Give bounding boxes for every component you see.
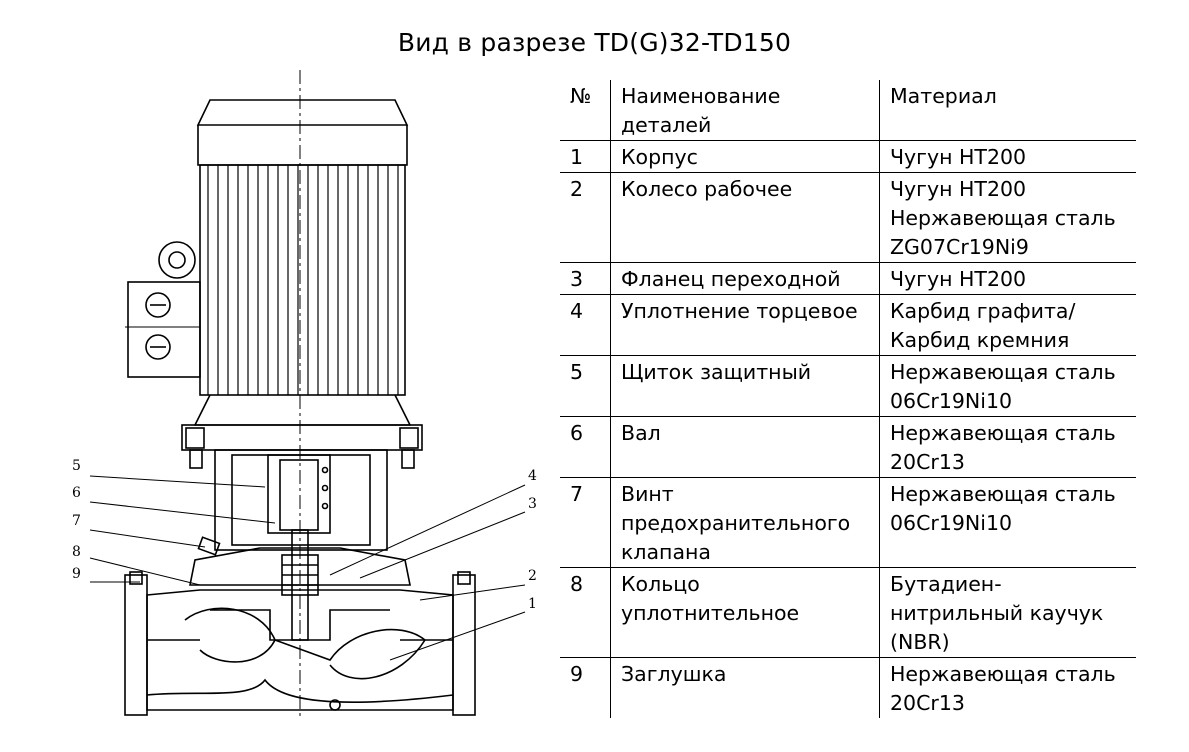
header-no: №	[560, 80, 611, 141]
casing-flange-left	[124, 574, 148, 716]
adapter-flange	[189, 547, 411, 586]
row-no: 3	[560, 262, 611, 295]
table-row: 7 Винт предохранительного клапана Нержав…	[560, 477, 1136, 568]
casing-flange-right	[452, 574, 476, 716]
callout-3: 3	[528, 496, 537, 512]
row-no: 9	[560, 657, 611, 718]
row-material: Нержавеющая сталь 20Cr13	[890, 421, 1116, 474]
row-material: Чугун НТ200	[890, 267, 1027, 291]
table-row: 3 Фланец переходной Чугун НТ200	[560, 262, 1136, 295]
callout-8: 8	[72, 544, 81, 560]
row-name: Колесо рабочее	[610, 172, 880, 263]
table-row: 5 Щиток защитный Нержавеющая сталь 06Cr1…	[560, 355, 1136, 417]
adapter-lantern	[214, 449, 388, 551]
row-material: Карбид графита/ Карбид кремния	[890, 299, 1076, 352]
row-no: 4	[560, 294, 611, 356]
callout-7: 7	[72, 513, 81, 529]
volute	[184, 607, 427, 680]
impeller	[210, 609, 390, 641]
motor-cap	[196, 99, 409, 126]
page-title: Вид в разрезе TD(G)32-TD150	[397, 28, 792, 57]
motor-flange	[181, 424, 423, 451]
terminal-box	[127, 281, 201, 378]
table-row: 2 Колесо рабочее Чугун НТ200 Нержавеющая…	[560, 172, 1136, 263]
table-row: 4 Уплотнение торцевое Карбид графита/ Ка…	[560, 294, 1136, 356]
row-material: Чугун НТ200 Нержавеющая сталь ZG07Cr19Ni…	[890, 177, 1116, 259]
row-no: 7	[560, 477, 611, 568]
callout-9: 9	[72, 566, 81, 582]
safety-valve-screw	[197, 536, 221, 556]
row-name: Кольцо уплотнительное	[610, 567, 880, 658]
row-name: Вал	[610, 416, 880, 478]
row-name: Фланец переходной	[610, 262, 880, 295]
row-material: Бутадиен- нитрильный каучук (NBR)	[890, 572, 1104, 654]
row-no: 1	[560, 140, 611, 173]
row-material: Нержавеющая сталь 06Cr19Ni10	[890, 360, 1116, 413]
table-header-row: № Наименование деталей Материал	[560, 80, 1136, 141]
row-no: 8	[560, 567, 611, 658]
row-name: Заглушка	[610, 657, 880, 718]
row-no: 6	[560, 416, 611, 478]
row-material: Нержавеющая сталь 06Cr19Ni10	[890, 482, 1116, 535]
pump-cross-section-drawing: 5 6 7 8 9 4 3 2 1	[72, 70, 537, 720]
callout-4: 4	[528, 468, 537, 484]
row-no: 5	[560, 355, 611, 417]
row-name: Корпус	[610, 140, 880, 173]
table-row: 8 Кольцо уплотнительное Бутадиен- нитрил…	[560, 567, 1136, 658]
parts-table: № Наименование деталей Материал 1 Корпус…	[560, 80, 1136, 718]
table-row: 1 Корпус Чугун НТ200	[560, 140, 1136, 173]
table-row: 9 Заглушка Нержавеющая сталь 20Cr13	[560, 657, 1136, 718]
motor-body	[199, 164, 406, 396]
row-no: 2	[560, 172, 611, 263]
header-name: Наименование деталей	[610, 80, 880, 141]
callout-2: 2	[528, 568, 537, 584]
header-material: Материал	[890, 84, 997, 108]
callout-6: 6	[72, 485, 81, 501]
row-name: Уплотнение торцевое	[610, 294, 880, 356]
callout-1: 1	[528, 596, 537, 612]
row-name: Щиток защитный	[610, 355, 880, 417]
lifting-eye	[158, 241, 196, 279]
coupling	[267, 454, 331, 534]
table-row: 6 Вал Нержавеющая сталь 20Cr13	[560, 416, 1136, 478]
callout-5: 5	[72, 458, 81, 474]
row-name: Винт предохранительного клапана	[610, 477, 880, 568]
row-material: Чугун НТ200	[890, 145, 1027, 169]
row-material: Нержавеющая сталь 20Cr13	[890, 662, 1116, 715]
